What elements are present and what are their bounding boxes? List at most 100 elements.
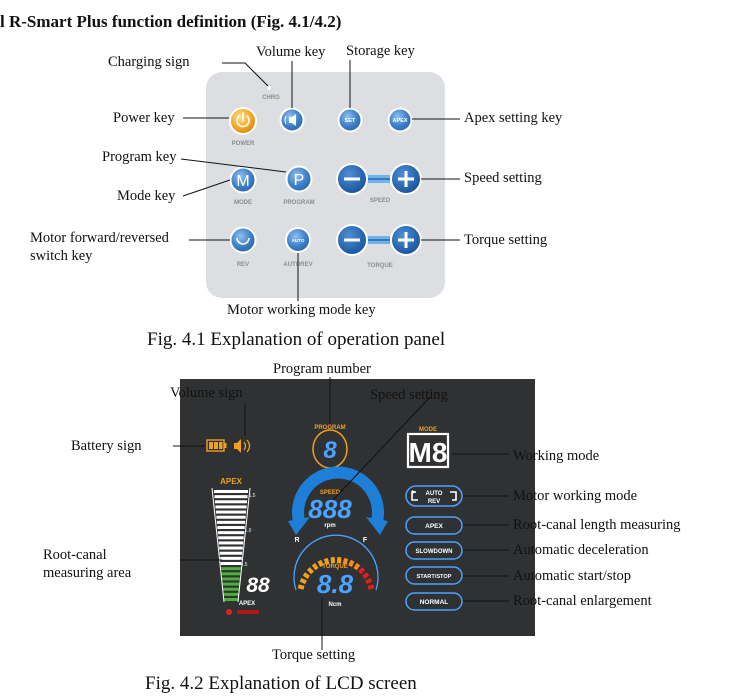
torque-text: TORQUE bbox=[367, 263, 393, 269]
lcd-speed-label: SPEED bbox=[320, 490, 341, 496]
apex-bar-segment bbox=[224, 598, 238, 601]
apex-bar-segment bbox=[220, 562, 242, 565]
label-mode-key: Mode key bbox=[117, 188, 176, 204]
apex-key-text: APEX bbox=[393, 118, 408, 124]
label-motor-switch-line2: switch key bbox=[30, 248, 93, 264]
lcd-r-label: R bbox=[294, 537, 299, 544]
torque-scale-tick bbox=[302, 572, 310, 579]
battery-icon bbox=[206, 439, 227, 452]
label-torque-setting: Torque setting bbox=[464, 232, 548, 248]
lcd-auto-text: AUTO bbox=[426, 491, 443, 497]
label-motor-working-mode: Motor working mode bbox=[513, 488, 638, 504]
label-storage-key: Storage key bbox=[346, 43, 415, 59]
lcd-apex-digits: 88 bbox=[246, 574, 270, 597]
torque-ring bbox=[293, 534, 379, 591]
startstop-indicator bbox=[405, 566, 463, 585]
label-speed-setting: Speed setting bbox=[464, 170, 542, 186]
torque-scale-tick bbox=[353, 563, 361, 571]
apex-red-mark bbox=[237, 610, 259, 614]
label-automatic-deceleration: Automatic deceleration bbox=[513, 542, 649, 558]
mode-key-letter: M bbox=[236, 173, 249, 190]
lcd-program-label: PROGRAM bbox=[314, 425, 345, 431]
storage-key bbox=[337, 107, 363, 133]
normal-indicator bbox=[405, 592, 463, 611]
speaker-icon bbox=[284, 114, 296, 126]
lcd-apex-small-label: APEX bbox=[239, 601, 255, 607]
apex-bar-segment bbox=[219, 546, 243, 550]
power-text: POWER bbox=[232, 141, 255, 147]
rev-text: REV bbox=[237, 262, 249, 268]
apex-bar-segment bbox=[215, 505, 247, 509]
power-icon bbox=[236, 112, 250, 128]
mode-box bbox=[406, 432, 450, 469]
apex-bar-segment bbox=[214, 500, 248, 504]
torque-scale-tick bbox=[323, 557, 330, 565]
apex-bar-segment bbox=[221, 572, 241, 576]
set-key-text: SET bbox=[345, 118, 356, 124]
label-power-key: Power key bbox=[113, 110, 175, 126]
apex-bar-segment bbox=[218, 541, 244, 545]
speed-text: SPEED bbox=[370, 198, 391, 204]
rev-key bbox=[229, 226, 257, 254]
speed-arc bbox=[292, 466, 384, 527]
label-working-mode: Working mode bbox=[513, 448, 600, 464]
lcd-program-digit: 8 bbox=[323, 437, 337, 464]
torque-scale-tick bbox=[362, 572, 370, 579]
label-volume-sign: Volume sign bbox=[170, 385, 243, 401]
torque-scale-tick bbox=[336, 557, 342, 564]
label-charging-sign: Charging sign bbox=[108, 54, 190, 70]
apex-tick-10: 1.0 bbox=[245, 528, 252, 534]
torque-scale-tick bbox=[306, 567, 314, 575]
label-root-canal-length: Root-canal length measuring bbox=[513, 517, 681, 533]
torque-scale-tick bbox=[365, 577, 373, 585]
mode-key bbox=[229, 166, 257, 194]
lcd-rev-text: REV bbox=[428, 499, 440, 505]
lcd-speed-digits: 888 bbox=[308, 494, 352, 524]
slowdown-indicator bbox=[405, 541, 463, 560]
charging-led bbox=[265, 84, 273, 92]
volume-icon bbox=[234, 439, 251, 453]
label-volume-key: Volume key bbox=[256, 44, 326, 60]
torque-scale-tick bbox=[348, 559, 355, 567]
page-title: l R-Smart Plus function definition (Fig.… bbox=[0, 12, 342, 31]
label-program-key: Program key bbox=[102, 149, 177, 165]
lcd-f-label: F bbox=[363, 537, 368, 544]
apex-tick-15: 1.5 bbox=[249, 493, 256, 499]
label-root-canal-area-line2: measuring area bbox=[43, 565, 132, 581]
program-key bbox=[285, 165, 313, 193]
lcd-mode-label: MODE bbox=[419, 427, 437, 433]
label-root-canal-enlargement: Root-canal enlargement bbox=[513, 593, 652, 609]
program-key-letter: P bbox=[294, 172, 305, 189]
apex-bar-segment bbox=[216, 520, 246, 524]
label-program-number: Program number bbox=[273, 361, 371, 377]
apex-bar-segment bbox=[223, 592, 239, 596]
lcd-btn-startstop: START/STOP bbox=[417, 574, 452, 580]
lcd-apex-label: APEX bbox=[220, 477, 242, 486]
apex-bar-segment bbox=[218, 536, 244, 540]
apex-bar-segment bbox=[219, 551, 243, 555]
torque-scale-tick bbox=[299, 577, 307, 585]
rev-arrow-icon bbox=[236, 237, 250, 245]
apex-bar-segment bbox=[214, 495, 248, 499]
program-text: PROGRAM bbox=[283, 200, 314, 206]
apex-bar-segment bbox=[221, 567, 241, 571]
apex-bar-segment bbox=[216, 515, 246, 519]
label-speed-setting-lcd: Speed setting bbox=[370, 387, 448, 403]
apex-indicator bbox=[405, 516, 463, 535]
chrg-text: CHRG bbox=[262, 95, 280, 101]
autorev-key bbox=[285, 227, 311, 253]
apex-red-dot bbox=[226, 609, 232, 615]
mode-text: MODE bbox=[234, 200, 252, 206]
figure-4-2-caption: Fig. 4.2 Explanation of LCD screen bbox=[145, 673, 417, 694]
arc-right-arrow bbox=[366, 517, 388, 535]
apex-funnel-edge bbox=[237, 487, 251, 603]
apex-bar-segment bbox=[222, 577, 240, 581]
apex-bar-segment bbox=[223, 587, 239, 591]
apex-bar-segment bbox=[217, 526, 245, 529]
apex-tick-05: 0.5 bbox=[241, 562, 248, 568]
arc-left-arrow bbox=[288, 517, 310, 535]
torque-scale bbox=[297, 557, 375, 590]
apex-bar-segment bbox=[215, 510, 247, 514]
apex-bar-segment bbox=[222, 582, 240, 586]
